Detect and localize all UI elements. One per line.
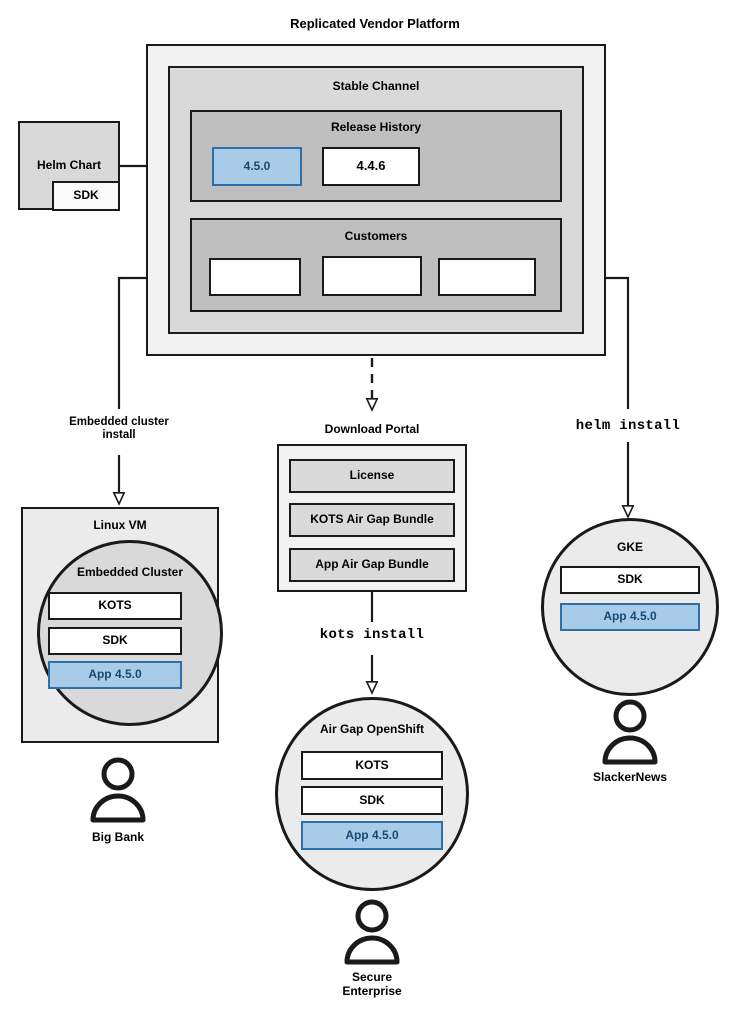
target-linux-vm-title: Linux VM bbox=[93, 518, 147, 532]
openshift-component-app[interactable]: App 4.5.0 bbox=[301, 821, 443, 850]
customers-title: Customers bbox=[344, 229, 408, 243]
page-title: Replicated Vendor Platform bbox=[290, 16, 460, 31]
openshift-component-sdk[interactable]: SDK bbox=[301, 786, 443, 815]
person-icon bbox=[602, 699, 658, 765]
persona-label-slackernews: SlackerNews bbox=[592, 770, 668, 784]
portal-artifact-app-air-gap-bundle[interactable]: App Air Gap Bundle bbox=[289, 548, 455, 582]
edge-label-helm-install: helm install bbox=[575, 418, 681, 434]
customer-big-bank[interactable] bbox=[209, 258, 301, 296]
target-air-gap-openshift-title: Air Gap OpenShift bbox=[319, 722, 424, 736]
release-history-title: Release History bbox=[330, 120, 422, 134]
release-item-4-5-0[interactable]: 4.5.0 bbox=[212, 147, 302, 186]
target-gke-title: GKE bbox=[616, 540, 643, 554]
persona-label-big-bank: Big Bank bbox=[91, 830, 144, 844]
download-portal-title: Download Portal bbox=[324, 422, 420, 436]
portal-artifact-license[interactable]: License bbox=[289, 459, 455, 493]
portal-artifact-kots-air-gap-bundle[interactable]: KOTS Air Gap Bundle bbox=[289, 503, 455, 537]
gke-component-app[interactable]: App 4.5.0 bbox=[560, 603, 700, 631]
edge-label-embedded-cluster-install: Embedded cluster install bbox=[69, 416, 169, 442]
customer-ai-company[interactable] bbox=[438, 258, 536, 296]
linuxvm-component-sdk[interactable]: SDK bbox=[48, 627, 182, 655]
linuxvm-component-kots[interactable]: KOTS bbox=[48, 592, 182, 620]
helm-chart-label: Helm Chart bbox=[36, 158, 101, 172]
release-item-4-4-6[interactable]: 4.4.6 bbox=[322, 147, 420, 186]
stable-channel-title: Stable Channel bbox=[332, 79, 420, 93]
helm-chart-sdk-box[interactable]: SDK bbox=[52, 181, 120, 211]
embedded-cluster-title: Embedded Cluster bbox=[76, 565, 184, 579]
openshift-component-kots[interactable]: KOTS bbox=[301, 751, 443, 780]
person-icon bbox=[344, 899, 400, 965]
person-icon bbox=[90, 757, 146, 823]
edge-label-kots-install: kots install bbox=[319, 627, 425, 643]
customer-secure-enterprise[interactable] bbox=[322, 256, 422, 296]
persona-label-secure-enterprise: Secure Enterprise bbox=[342, 970, 402, 998]
linuxvm-component-app[interactable]: App 4.5.0 bbox=[48, 661, 182, 689]
gke-component-sdk[interactable]: SDK bbox=[560, 566, 700, 594]
